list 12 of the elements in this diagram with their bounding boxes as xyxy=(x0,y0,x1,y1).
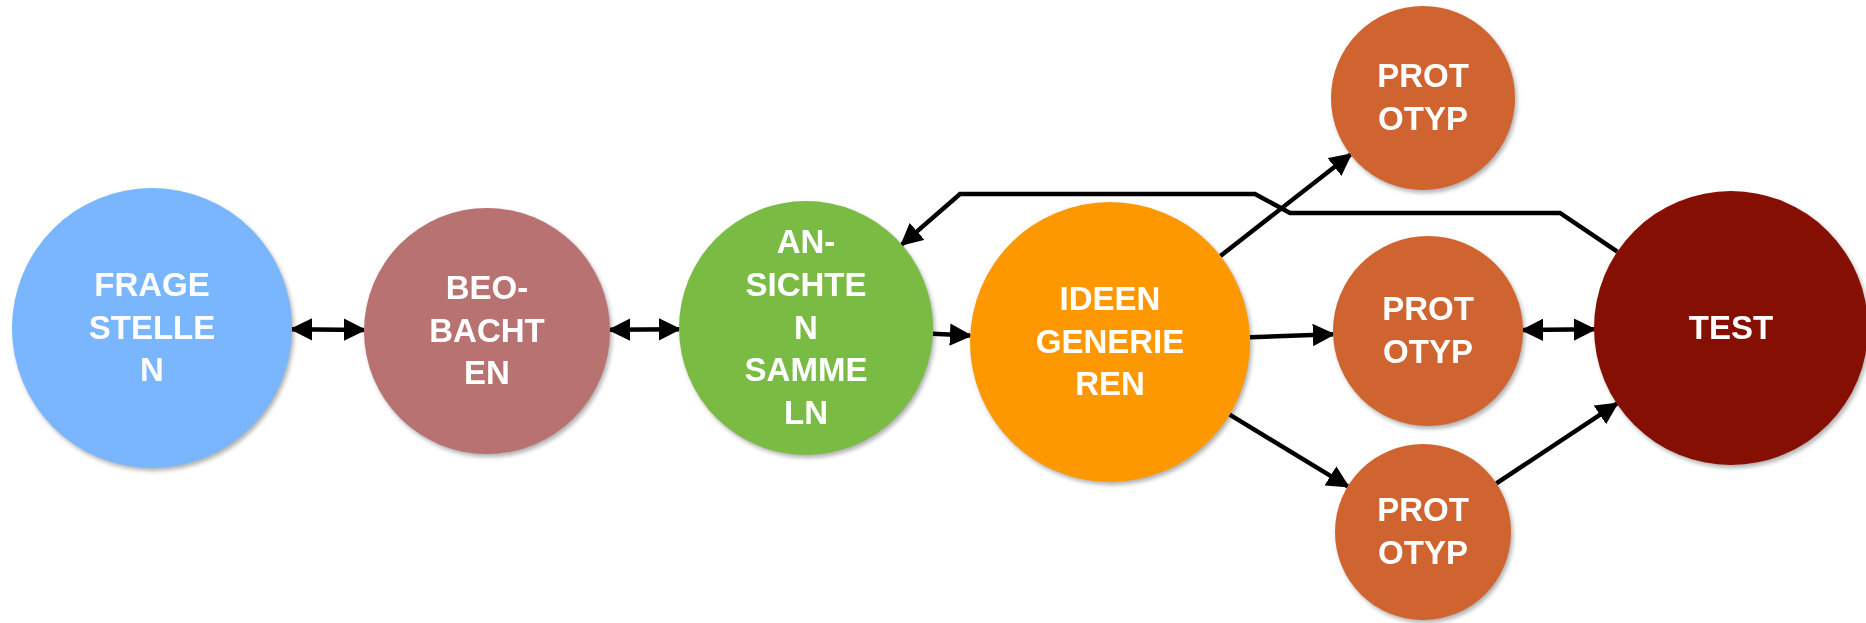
node-label: IDEEN GENERIE REN xyxy=(1034,278,1186,405)
node-label: AN- SICHTE N SAMME LN xyxy=(743,221,869,434)
node-label: BEO- BACHT EN xyxy=(428,267,546,394)
node-label: PROT OTYP xyxy=(1376,56,1470,139)
arrow xyxy=(1228,412,1350,489)
node-label: PROT OTYP xyxy=(1376,490,1470,573)
arrow xyxy=(1495,401,1619,486)
node-label: FRAGE STELLE N xyxy=(87,264,217,391)
arrow xyxy=(1219,152,1353,258)
node-label: TEST xyxy=(1687,307,1775,348)
arrow xyxy=(900,191,1619,254)
node-label: PROT OTYP xyxy=(1381,289,1475,372)
